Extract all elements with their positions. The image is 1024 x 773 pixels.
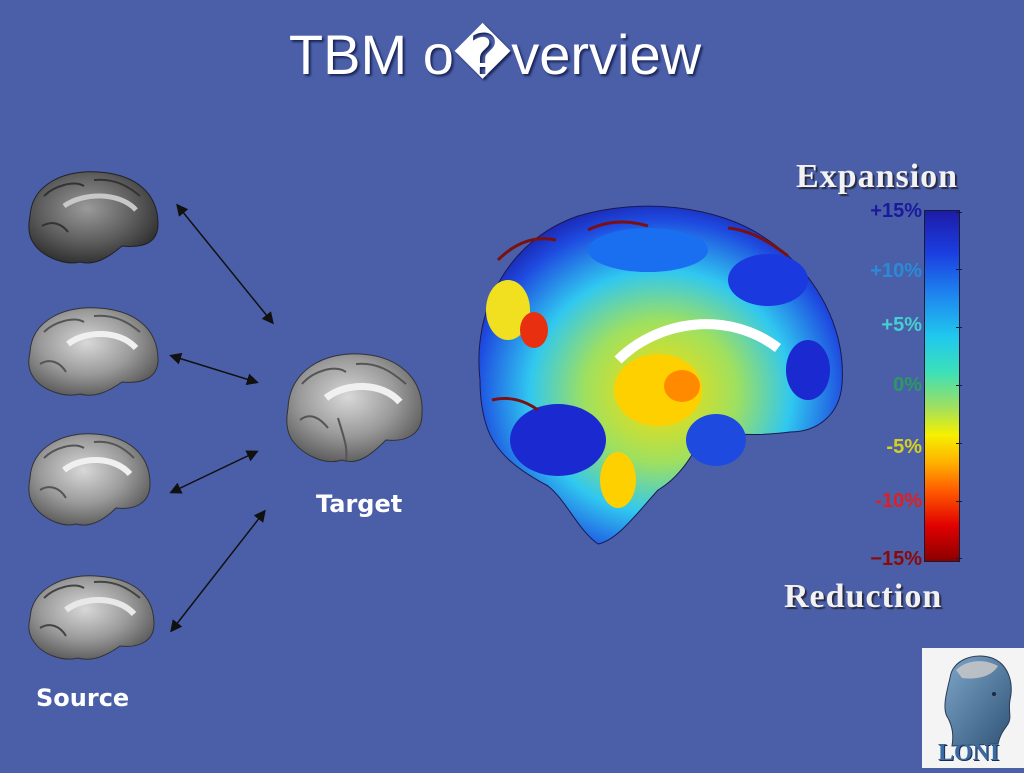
scale-label-zero: 0% [893, 374, 922, 396]
registration-arrows [169, 203, 274, 633]
loni-logo-text: LONI [938, 740, 1000, 766]
loni-logo: LONI [922, 648, 1024, 768]
scale-tick [956, 269, 962, 270]
expansion-label: Expansion [796, 158, 959, 195]
source-brain-3 [28, 433, 151, 526]
scale-tick [956, 443, 962, 444]
reduction-label: Reduction [784, 578, 943, 615]
scale-label-plus5: +5% [881, 314, 922, 336]
scale-tick [956, 212, 962, 213]
scale-tick [956, 501, 962, 502]
slide-title: TBM o�verview [288, 23, 702, 86]
scale-label-minus5: -5% [886, 436, 922, 458]
source-brain-1 [28, 171, 159, 264]
source-brain-4 [28, 575, 155, 660]
color-scale-bar [924, 210, 960, 562]
source-label: Source [36, 684, 130, 712]
source-brain-2 [28, 307, 159, 396]
scale-tick [956, 558, 962, 559]
scale-tick [956, 327, 962, 328]
target-brain [286, 353, 423, 462]
scale-label-minus15: −15% [870, 548, 922, 570]
scale-label-plus15: +15% [870, 200, 922, 222]
target-label: Target [316, 490, 403, 518]
scale-label-minus10: -10% [875, 490, 922, 512]
scale-label-plus10: +10% [870, 260, 922, 282]
scale-tick [956, 385, 962, 386]
head-icon [944, 655, 1012, 747]
tbm-heatmap-brain [478, 205, 843, 545]
